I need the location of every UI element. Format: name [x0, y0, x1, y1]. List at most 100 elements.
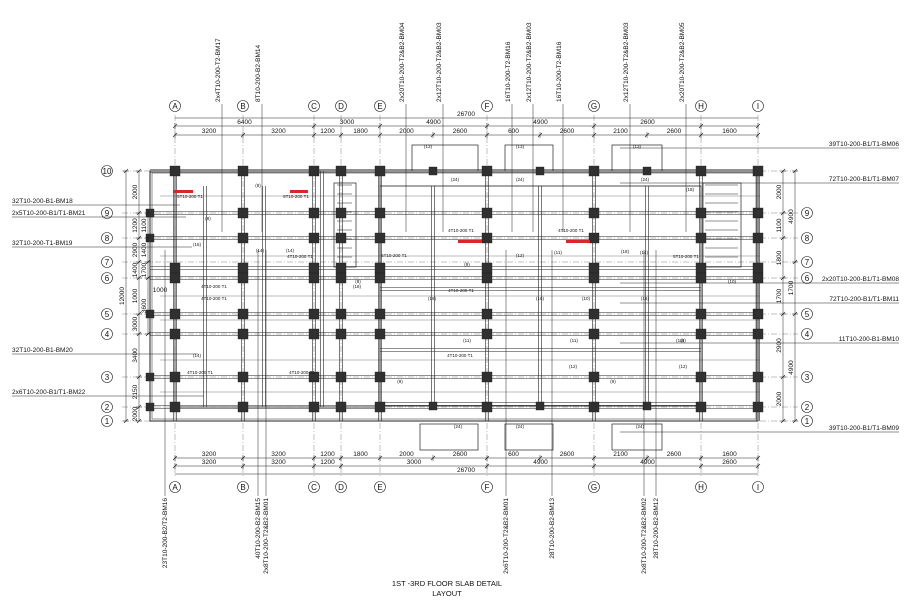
grid-bubble-4: [101, 328, 113, 340]
grid-label-7-right: 7: [805, 258, 810, 267]
dim-bottom1-value: 1600: [722, 451, 737, 458]
grid-bubble-A: [169, 481, 181, 493]
column-E: [374, 165, 386, 177]
dim-right-outer-tick: [792, 259, 798, 265]
grid-label-F-top: F: [485, 102, 490, 111]
dim-bottom1-value: 1200: [320, 451, 335, 458]
column-F: [481, 207, 493, 219]
grid-bubble-7: [101, 256, 113, 268]
grid-label-4-right: 4: [805, 330, 810, 339]
grid-bubble-8: [101, 232, 113, 244]
reinforcement-mark: (24): [641, 177, 650, 182]
dim-right-inner-tick: [780, 168, 786, 174]
slab-tag: 5T10-200 T1: [177, 194, 203, 199]
column-B: [237, 262, 249, 274]
dim-left-inner-value: 2150: [132, 384, 139, 399]
column-G: [588, 165, 600, 177]
dim-left-inner-tick: [136, 210, 142, 216]
dim-left-inner-value: 2000: [132, 406, 139, 421]
dim-left-extra-tick: [145, 259, 151, 265]
leader-label-top: 2x20T10-200-T2&B2-BM04: [399, 22, 406, 102]
leader-label-bottom: 40T10-200-B2-BM15: [255, 498, 262, 559]
grid-label-5-right: 5: [805, 310, 810, 319]
leader-label-top: 2x12T10-200-T2&B2-BM03: [436, 22, 443, 102]
grid-label-D-top: D: [338, 102, 344, 111]
column-C: [308, 308, 320, 320]
column-B: [237, 232, 249, 244]
dim-bottom1-tick: [537, 455, 543, 461]
dim-bottom1-tick: [644, 455, 650, 461]
column-C: [308, 371, 320, 383]
grid-bubble-6: [101, 272, 113, 284]
reinforcement-mark: (14): [286, 248, 295, 253]
grid-bubble-2: [801, 401, 813, 413]
stair-right: [702, 182, 742, 268]
reinforcement-mark: (24): [454, 424, 463, 429]
grid-label-9-right: 9: [805, 209, 810, 218]
reinforcement-mark: (13): [516, 144, 525, 149]
dim-left-extra-tick: [145, 275, 151, 281]
column-H: [695, 262, 707, 274]
dim-left-extra-tick: [145, 210, 151, 216]
structure-layer: [12, 100, 899, 496]
column-H: [695, 232, 707, 244]
dim-left-extra-tick: [145, 331, 151, 337]
grid-label-G-bottom: G: [591, 483, 597, 492]
grid-label-H-top: H: [698, 102, 704, 111]
column-G: [588, 207, 600, 219]
column-G: [588, 272, 600, 284]
dim-bottom2-tick: [755, 463, 761, 469]
grid-bubble-D: [335, 481, 347, 493]
balcony-box: [504, 144, 554, 172]
column-E: [374, 371, 386, 383]
dim-bottom1-tick: [377, 455, 383, 461]
rebar-accent: [566, 240, 590, 243]
leader-label-top: 2x4T10-200-T2-BM17: [215, 38, 222, 102]
grid-bubble-A: [169, 100, 181, 112]
dim-top1-value: 3000: [340, 119, 355, 126]
leader-label-bottom: 2x6T10-200-T2&B2-BM01: [503, 498, 510, 574]
dim-right-inner-tick: [780, 418, 786, 424]
dim-top2-value: 2000: [399, 128, 414, 135]
leader-label-bottom: 23T10-200-B2/T2-BM16: [162, 498, 169, 568]
grid-bubble-C: [308, 100, 320, 112]
leader-label-top: 16T10-200-T2-BM16: [505, 41, 512, 102]
balcony-box: [504, 423, 554, 451]
leader-label-bottom: 2x8T10-200-T2&B2-BM02: [641, 498, 648, 574]
column-A: [169, 401, 181, 413]
leader-label-top: 8T10-200-B2-BM14: [255, 45, 262, 102]
column-extra: [145, 309, 155, 319]
column-F: [481, 262, 493, 274]
column-F: [481, 371, 493, 383]
column-E: [374, 207, 386, 219]
column-C: [308, 232, 320, 244]
slab-tag: 4T10-200 T1: [447, 353, 473, 358]
dim-bottom2-tick: [240, 463, 246, 469]
dim-left-inner-tick: [136, 374, 142, 380]
balcony-box: [419, 423, 479, 451]
grid-bubble-5: [801, 308, 813, 320]
leader-label-top: 16T10-200-T2-BM16: [556, 41, 563, 102]
grid-bubble-2: [101, 401, 113, 413]
grid-bubble-7: [801, 256, 813, 268]
grid-bubble-G: [588, 481, 600, 493]
column-F: [481, 308, 493, 320]
column-C: [308, 401, 320, 413]
column-A: [169, 165, 181, 177]
grid-label-E-bottom: E: [377, 483, 382, 492]
column-I: [752, 371, 764, 383]
dim-bottom1-tick: [591, 455, 597, 461]
column-I: [752, 232, 764, 244]
dim-left-1000: 1000: [153, 287, 168, 294]
column-extra: [642, 401, 652, 411]
dim-top1-tick: [172, 123, 178, 129]
column-D: [335, 272, 347, 284]
column-C: [308, 328, 320, 340]
grid-bubble-F: [481, 100, 493, 112]
grid-label-1-left: 1: [105, 417, 110, 426]
dim-bottom2-value: 3200: [271, 459, 286, 466]
dim-left-inner-tick: [136, 235, 142, 241]
grid-label-3-right: 3: [805, 373, 810, 382]
grid-label-C-bottom: C: [311, 483, 317, 492]
dim-left-outer-tick: [123, 418, 129, 424]
